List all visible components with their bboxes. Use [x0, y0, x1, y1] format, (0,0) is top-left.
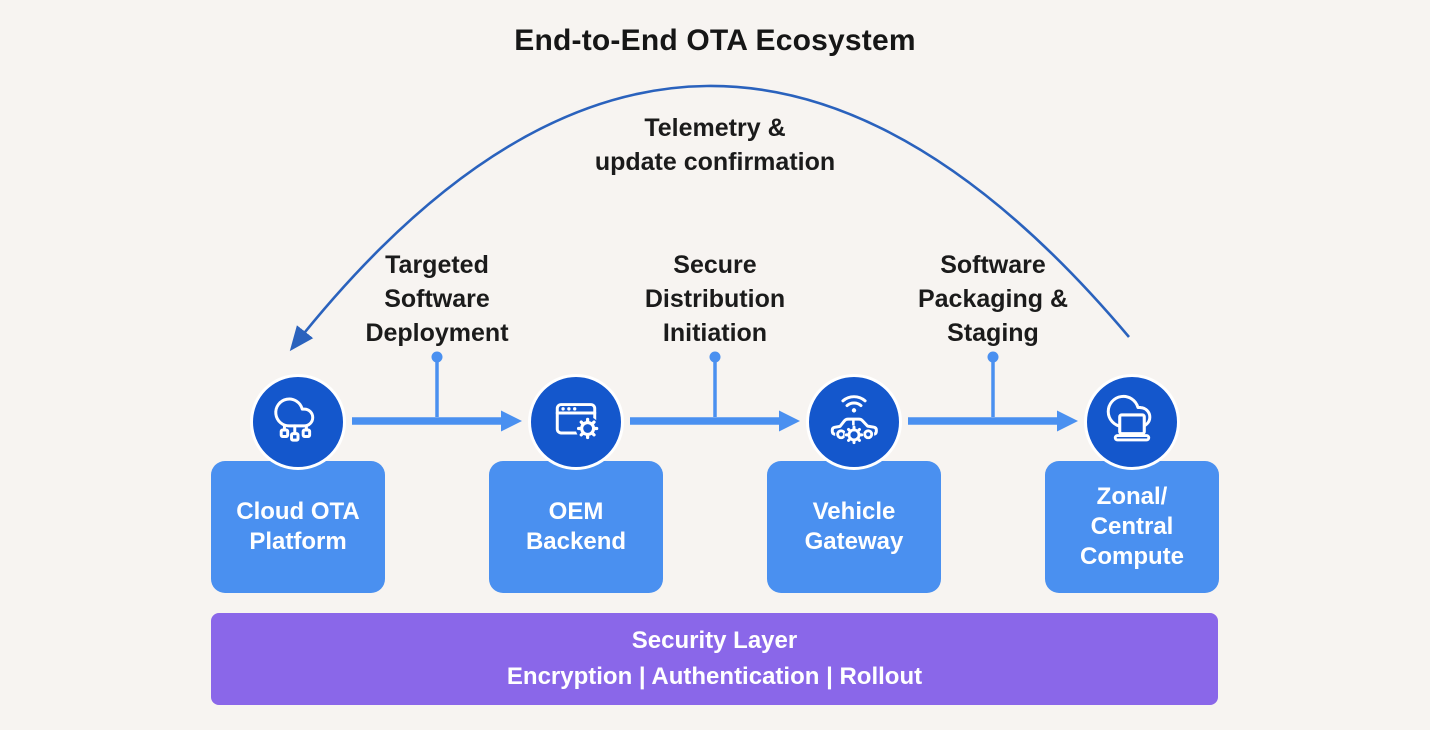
node-circle-oem-backend — [528, 374, 624, 470]
step-connector-2 — [709, 351, 721, 417]
step-connector-1 — [431, 351, 443, 417]
step-label-secure-distribution-initiation: Secure Distribution Initiation — [575, 248, 855, 350]
node-circle-cloud-ota-platform — [250, 374, 346, 470]
step-label-line: Staging — [947, 319, 1039, 347]
node-box-zonal-central-compute: Zonal/ Central Compute — [1045, 461, 1219, 593]
node-label-line: Platform — [249, 528, 347, 555]
node-label-line: Compute — [1080, 543, 1184, 570]
step-label-line: Targeted — [385, 251, 489, 279]
step-label-targeted-software-deployment: Targeted Software Deployment — [297, 248, 577, 350]
telemetry-label-line: Telemetry & — [644, 114, 786, 142]
step-label-line: Deployment — [365, 319, 509, 347]
cloud-network-icon — [274, 397, 315, 442]
node-label-line: Central — [1090, 513, 1174, 540]
node-circle-zonal-central-compute — [1084, 374, 1180, 470]
node-box-vehicle-gateway: Vehicle Gateway — [767, 461, 941, 593]
security-layer-bar: Security Layer Encryption | Authenticati… — [211, 613, 1218, 705]
browser-gear-icon — [555, 403, 600, 441]
security-layer-title: Security Layer — [631, 627, 798, 654]
node-label-line: Zonal/ — [1096, 483, 1168, 510]
node-label-line: Gateway — [804, 528, 904, 555]
telemetry-label: Telemetry & update confirmation — [0, 111, 1430, 179]
node-label-line: Vehicle — [812, 498, 896, 525]
flow-arrow-2 — [630, 410, 800, 432]
step-label-line: Software — [940, 251, 1046, 279]
telemetry-label-line: update confirmation — [594, 148, 836, 176]
security-layer-features: Encryption | Authentication | Rollout — [506, 663, 923, 690]
diagram-title: End-to-End OTA Ecosystem — [514, 24, 916, 57]
flow-arrow-1 — [352, 410, 522, 432]
connected-car-icon — [830, 395, 878, 445]
node-box-oem-backend: OEM Backend — [489, 461, 663, 593]
step-label-line: Software — [384, 285, 490, 313]
node-label-line: Backend — [525, 528, 627, 555]
step-label-line: Distribution — [644, 285, 786, 313]
flow-arrow-3 — [908, 410, 1078, 432]
step-label-line: Secure — [673, 251, 757, 279]
node-label-line: OEM — [548, 498, 604, 525]
cloud-laptop-icon — [1106, 394, 1152, 442]
node-box-cloud-ota-platform: Cloud OTA Platform — [211, 461, 385, 593]
step-label-line: Packaging & — [917, 285, 1069, 313]
telemetry-feedback-arc — [289, 84, 1130, 352]
step-label-line: Initiation — [662, 319, 768, 347]
step-label-software-packaging-staging: Software Packaging & Staging — [853, 248, 1133, 350]
node-label-line: Cloud OTA — [236, 498, 360, 525]
step-connector-3 — [987, 351, 999, 417]
node-circle-vehicle-gateway — [806, 374, 902, 470]
